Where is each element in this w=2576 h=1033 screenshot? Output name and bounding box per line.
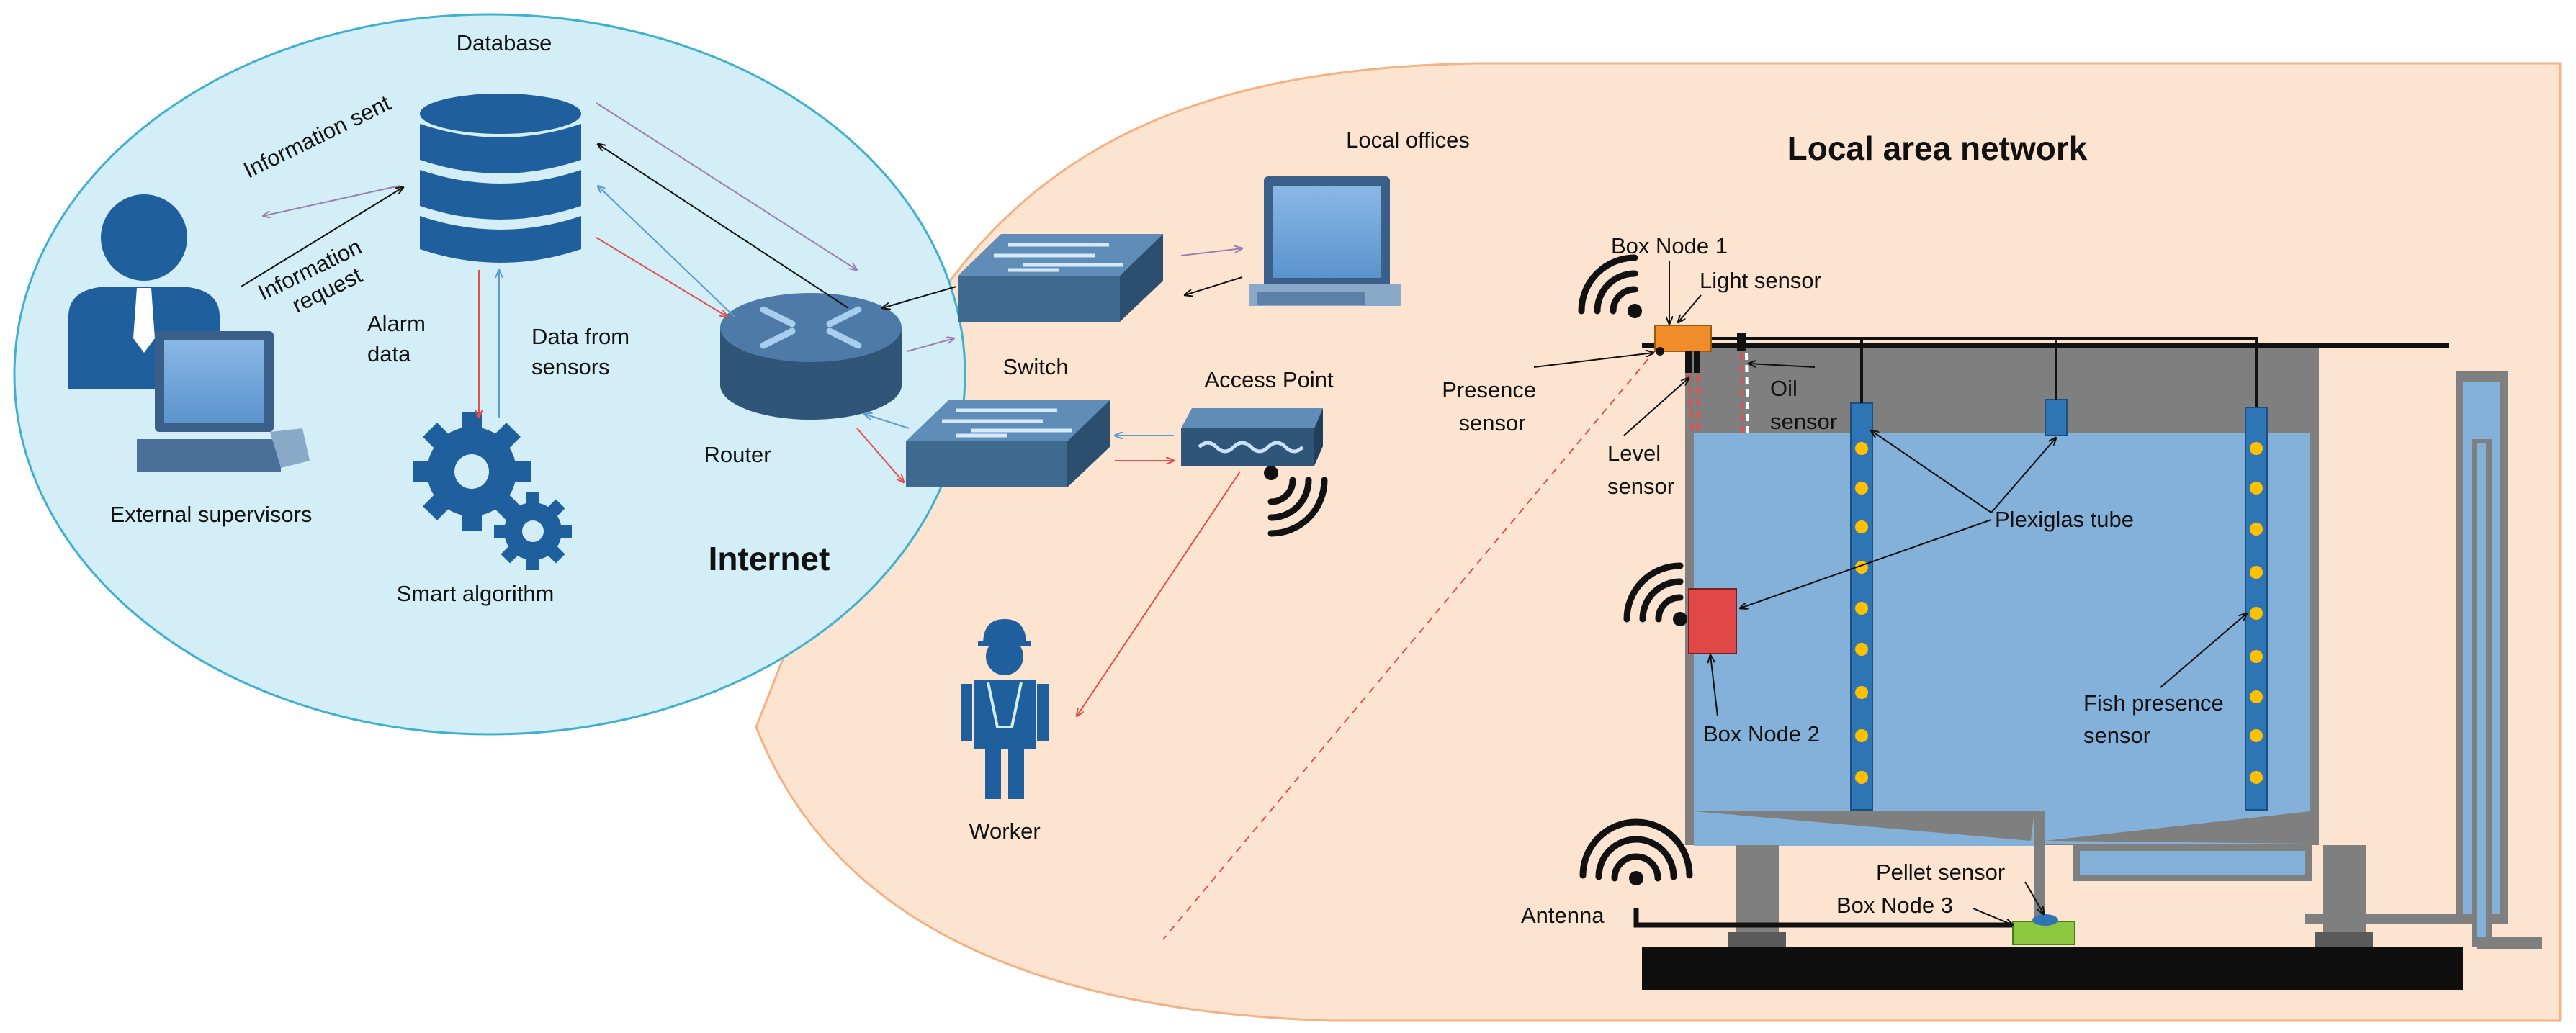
smart-algorithm-label: Smart algorithm — [397, 581, 555, 606]
office-computer-icon — [1249, 176, 1401, 306]
internet-region — [13, 13, 966, 736]
alarm-data-line-1: Alarm — [367, 311, 426, 336]
box-node-2 — [1688, 588, 1737, 654]
fish-tank — [1633, 343, 2542, 990]
fish-presence-sensor-label: Fish presence sensor — [2083, 690, 2230, 748]
alarm-data-label: Alarm data — [367, 311, 432, 366]
data-from-sensors-label: Data from sensors — [531, 324, 636, 379]
ap-wifi-icon — [1264, 466, 1328, 537]
internet-title: Internet — [709, 540, 830, 577]
data-from-sensors-line-1: Data from — [531, 324, 629, 349]
level-sensor-label: Level sensor — [1607, 441, 1674, 499]
router-icon — [720, 293, 902, 420]
database-label: Database — [457, 30, 552, 55]
box-node-1-label: Box Node 1 — [1611, 233, 1728, 258]
worker-label: Worker — [969, 818, 1040, 844]
alarm-data-line-2: data — [367, 341, 411, 366]
access-point-label: Access Point — [1204, 367, 1334, 392]
box-node-2-label: Box Node 2 — [1703, 721, 1820, 746]
oil-sensor-label: Oil sensor — [1770, 376, 1837, 434]
fish-presence-leds — [1855, 442, 2263, 784]
data-from-sensors-line-2: sensors — [531, 354, 610, 379]
network-arrows — [241, 102, 1657, 940]
plexiglas-tube-label: Plexiglas tube — [1995, 507, 2134, 532]
router-label: Router — [704, 442, 771, 467]
level-sensor-line-2: sensor — [1607, 474, 1674, 499]
sensor-cables — [1687, 352, 1749, 434]
box-node-1-sensors — [1656, 333, 1746, 373]
gears-icon — [413, 412, 572, 570]
local-offices-label: Local offices — [1346, 127, 1470, 153]
presence-sensor-line-2: sensor — [1458, 410, 1525, 436]
box-node-1 — [1654, 325, 1712, 352]
access-point-icon — [1181, 408, 1323, 466]
worker-icon — [961, 619, 1049, 799]
supervisor-computer-icon — [137, 331, 310, 472]
switch-2-icon — [906, 400, 1110, 487]
fish-presence-sensor-line-2: sensor — [2083, 723, 2150, 748]
presence-sensor-line-1: Presence — [1442, 377, 1536, 402]
switch-label: Switch — [1002, 354, 1068, 379]
database-icon — [420, 94, 581, 263]
fish-presence-sensor-line-1: Fish presence — [2083, 690, 2224, 716]
pellet-sensor — [2032, 914, 2058, 926]
antenna-wifi-icon — [1579, 818, 1693, 885]
level-sensor-line-1: Level — [1607, 441, 1661, 466]
lan-pointers — [1533, 261, 2247, 925]
oil-sensor-line-2: sensor — [1770, 409, 1837, 434]
lan-title: Local area network — [1787, 130, 2088, 167]
oil-sensor-line-1: Oil — [1770, 376, 1798, 401]
box-node-2-wifi-icon — [1623, 562, 1687, 626]
box-node-3-label: Box Node 3 — [1836, 893, 1953, 918]
presence-sensor-label: Presence sensor — [1442, 377, 1543, 436]
box-node-1-wifi-icon — [1578, 254, 1642, 318]
light-sensor-label: Light sensor — [1700, 268, 1821, 293]
antenna-label: Antenna — [1521, 903, 1605, 928]
switch-icon — [958, 234, 1163, 322]
external-supervisors-label: External supervisors — [110, 502, 313, 527]
pellet-sensor-label: Pellet sensor — [1876, 860, 2005, 885]
